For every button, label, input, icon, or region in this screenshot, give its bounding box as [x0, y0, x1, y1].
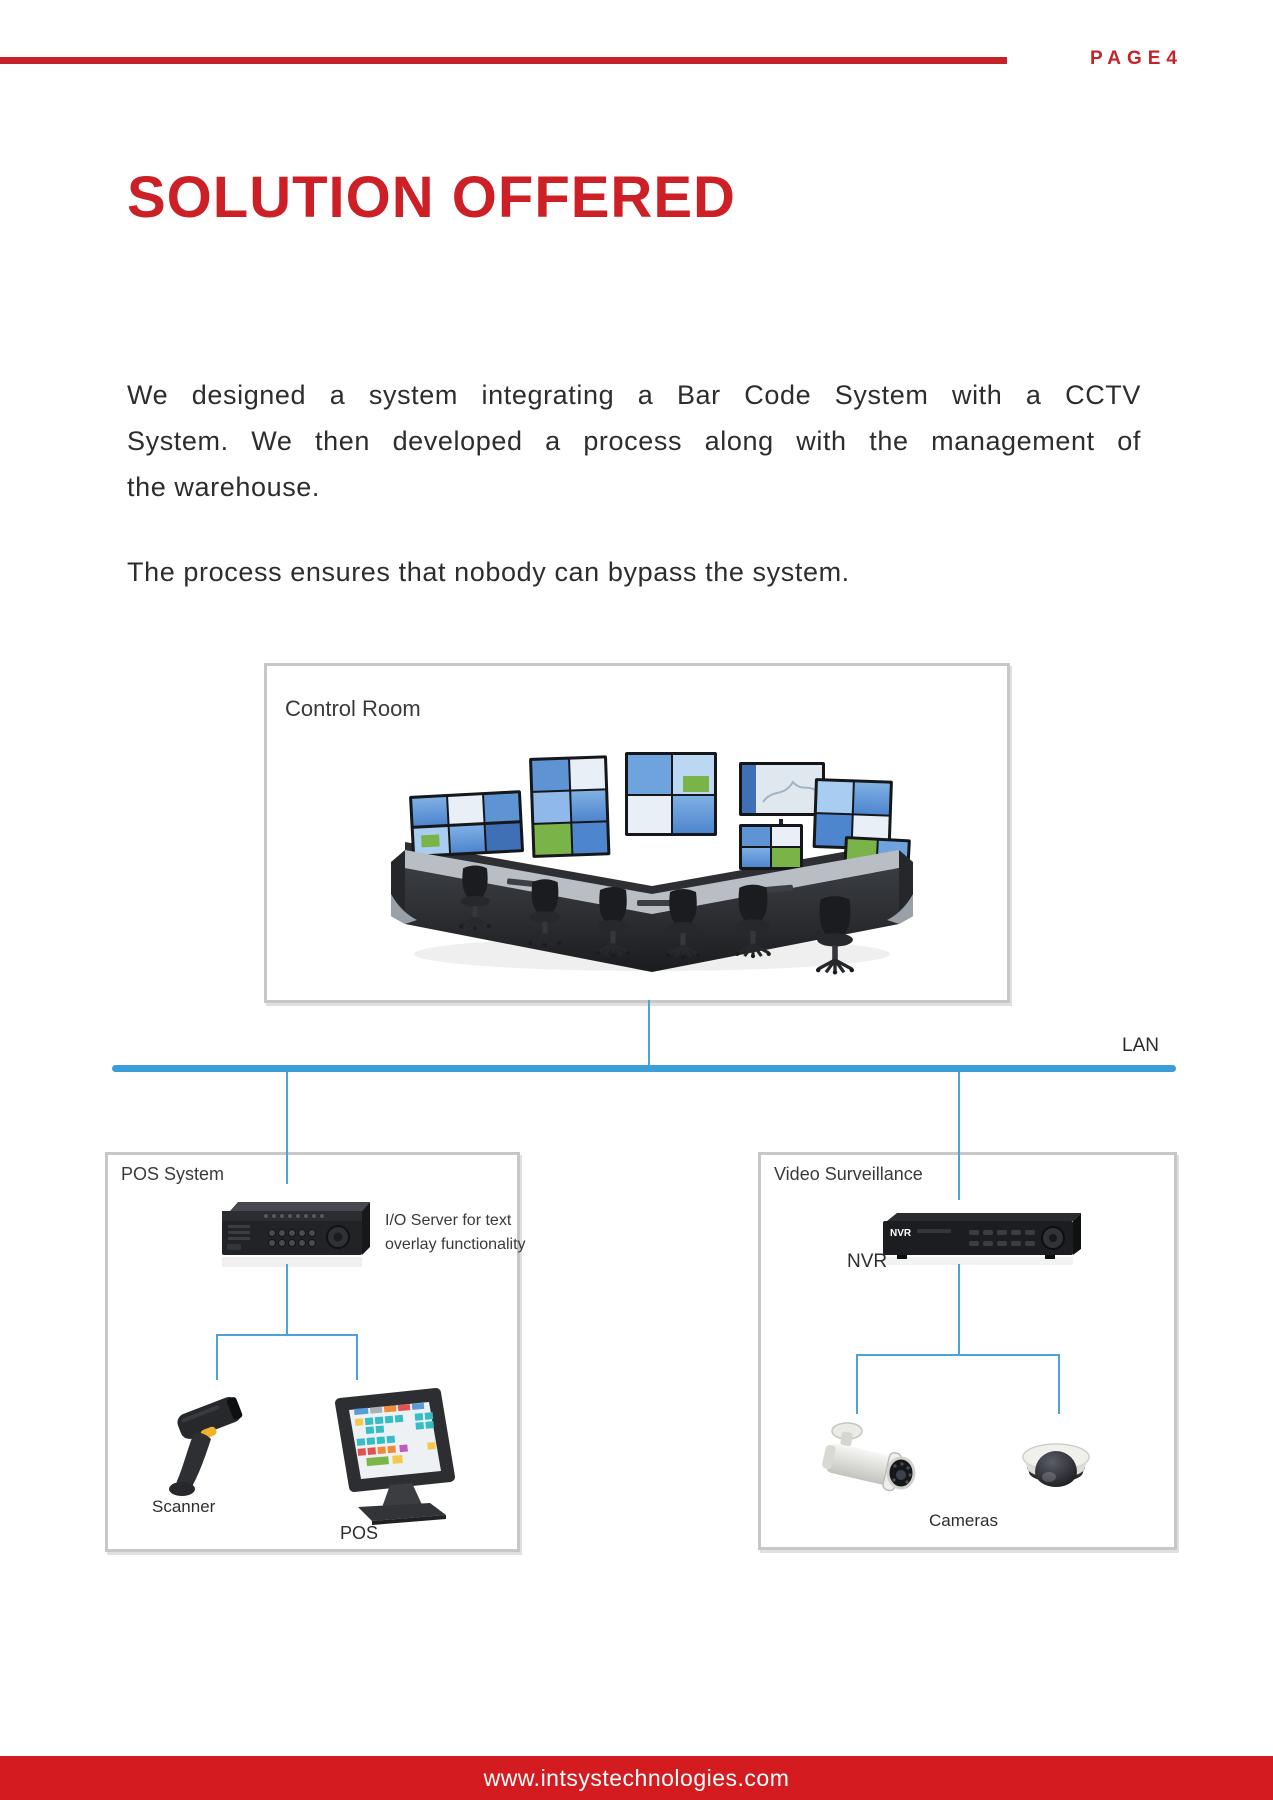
paragraph-line: the warehouse. — [127, 472, 321, 502]
connector-lan-to-pos — [286, 1072, 288, 1184]
connector-nvr-stem — [958, 1264, 960, 1354]
connector-to-pos-terminal — [356, 1334, 358, 1380]
io-server-caption: I/O Server for text overlay functionalit… — [385, 1212, 526, 1253]
nvr-label: NVR — [847, 1251, 888, 1272]
intro-paragraph: We designed a system integrating a Bar C… — [127, 372, 1141, 510]
paragraph-line: System. We then developed a process alon… — [127, 426, 1141, 456]
connector-to-bullet-camera — [856, 1354, 858, 1414]
header-rule — [0, 57, 1007, 64]
control-room-box: Control Room — [264, 663, 1010, 1003]
pos-system-label: POS System — [121, 1164, 225, 1184]
control-room-label: Control Room — [285, 696, 421, 721]
connector-lan-to-nvr — [958, 1072, 960, 1200]
control-room-image — [391, 752, 913, 977]
video-surveillance-label: Video Surveillance — [774, 1164, 923, 1184]
lan-label: LAN — [1122, 1035, 1159, 1056]
pos-terminal-image — [335, 1388, 455, 1525]
footer-bar: www.intsystechnologies.com — [0, 1756, 1273, 1800]
page-number: PAGE4 — [1090, 48, 1184, 69]
connector-camera-split — [856, 1354, 1060, 1356]
pos-system-box: POS System I/O Se — [105, 1152, 526, 1552]
footer-website: www.intsystechnologies.com — [483, 1764, 790, 1791]
nvr-image: NVR — [883, 1213, 1081, 1265]
connector-to-dome-camera — [1058, 1354, 1060, 1414]
connector-ioserver-stem — [286, 1264, 288, 1334]
barcode-scanner-image — [169, 1396, 243, 1496]
connector-pos-split — [216, 1334, 358, 1336]
bullet-camera-image — [822, 1422, 916, 1492]
nvr-device-logo: NVR — [890, 1228, 912, 1239]
connector-control-to-lan — [648, 1000, 650, 1066]
paragraph-line: We designed a system integrating a Bar C… — [127, 380, 1141, 410]
process-paragraph: The process ensures that nobody can bypa… — [127, 557, 850, 587]
cameras-label: Cameras — [929, 1511, 998, 1530]
scanner-label: Scanner — [152, 1497, 216, 1516]
video-surveillance-box: Video Surveillance NVR NVR — [758, 1152, 1177, 1550]
pos-terminal-label: POS — [340, 1523, 379, 1543]
lan-bus-line — [112, 1065, 1176, 1072]
connector-to-scanner — [216, 1334, 218, 1380]
dome-camera-image — [1022, 1443, 1090, 1487]
io-server-image — [222, 1202, 370, 1267]
page-title: SOLUTION OFFERED — [127, 165, 736, 230]
